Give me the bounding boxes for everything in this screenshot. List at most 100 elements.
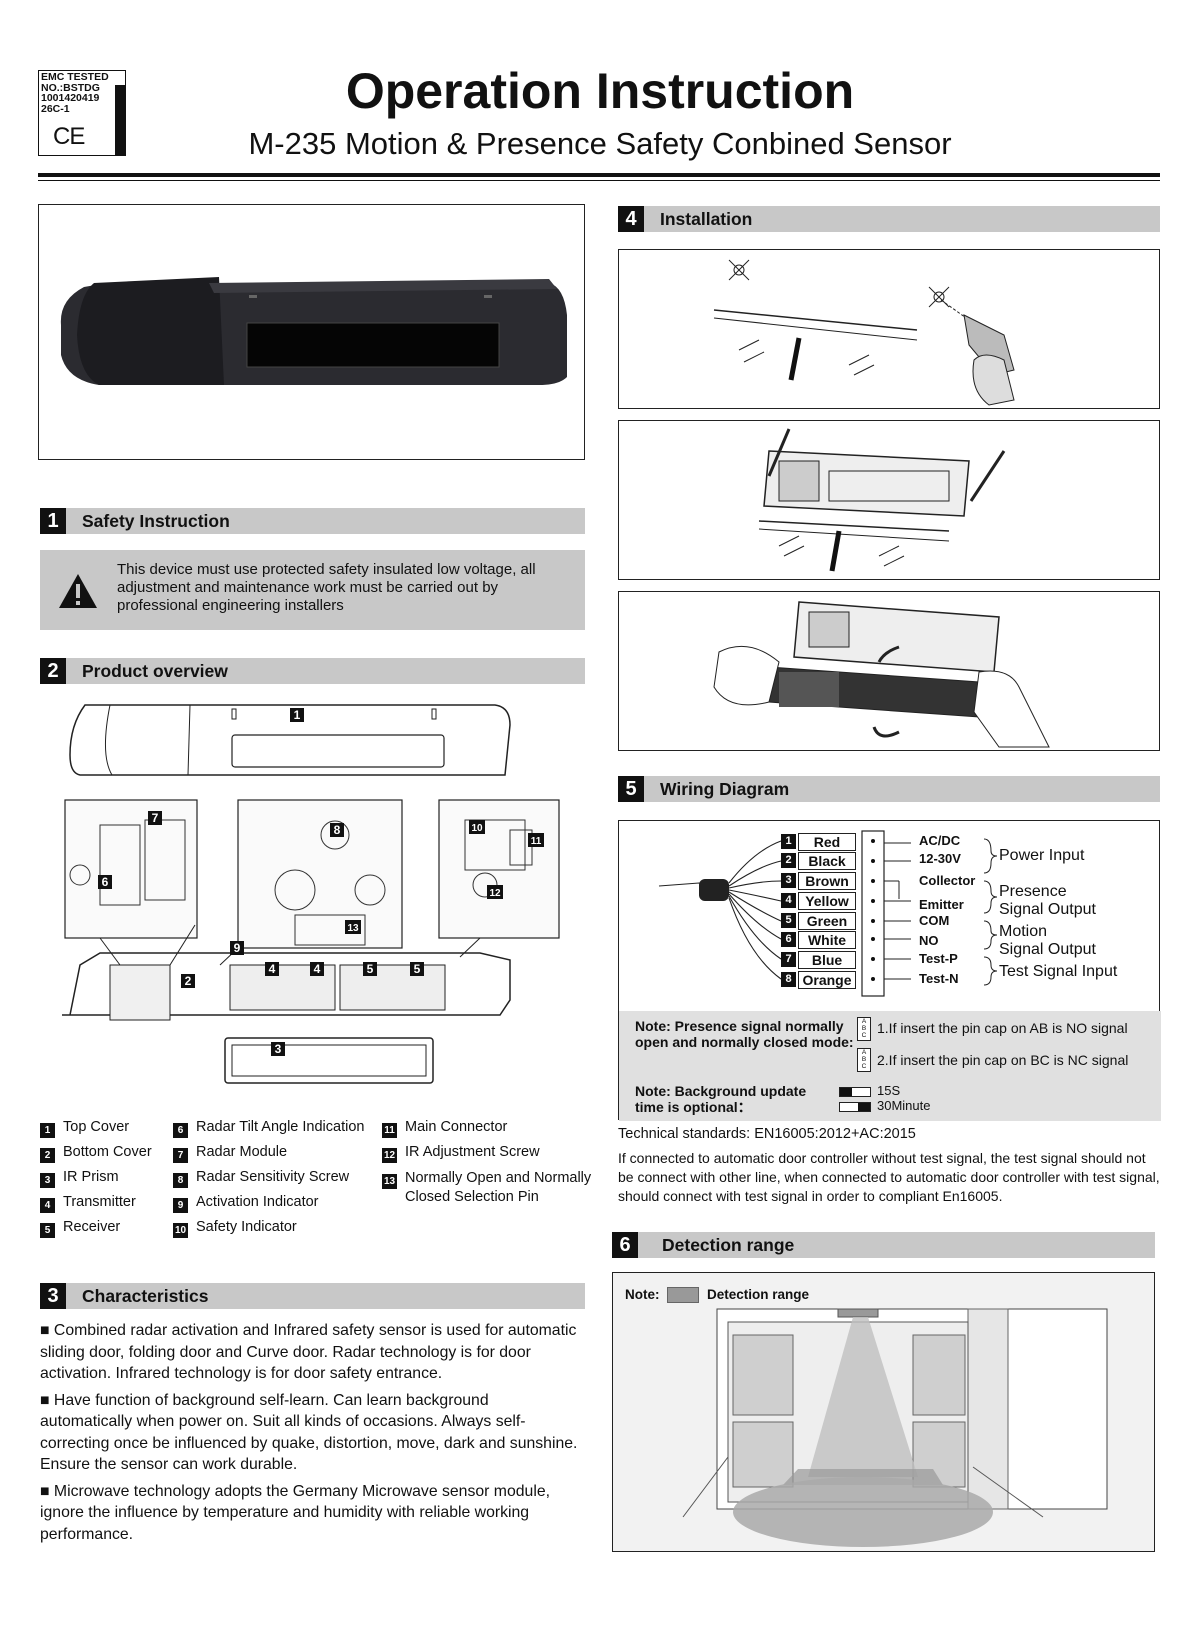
section-number: 6 bbox=[612, 1232, 638, 1258]
characteristic-item: ■ Combined radar activation and Infrared… bbox=[40, 1322, 577, 1382]
section-label: Safety Instruction bbox=[82, 511, 230, 531]
section-header-installation: 4 Installation bbox=[618, 206, 1160, 232]
callout-badge: 5 bbox=[410, 962, 424, 976]
svg-text:7: 7 bbox=[152, 811, 159, 825]
update-time-option: 30Minute bbox=[877, 1098, 931, 1113]
characteristic-item: ■ Microwave technology adopts the German… bbox=[40, 1482, 551, 1543]
section-label: Detection range bbox=[662, 1235, 795, 1255]
pin-mode-option: 1.If insert the pin cap on AB is NO sign… bbox=[877, 1020, 1128, 1036]
section-number: 4 bbox=[618, 206, 644, 232]
emc-line: 1001420419 bbox=[41, 92, 100, 104]
svg-text:4: 4 bbox=[269, 962, 276, 976]
characteristic-item: ■ Have function of background self-learn… bbox=[40, 1391, 578, 1474]
svg-text:10: 10 bbox=[471, 823, 483, 834]
installation-step-1 bbox=[618, 249, 1160, 409]
svg-text:8: 8 bbox=[334, 823, 341, 837]
terminal-label: Test-P bbox=[919, 951, 958, 966]
signal-group-label: Power Input bbox=[999, 847, 1085, 864]
callout-badge: 9 bbox=[230, 941, 244, 955]
page-subtitle: M-235 Motion & Presence Safety Conbined … bbox=[248, 126, 952, 161]
update-time-option: 15S bbox=[877, 1083, 901, 1098]
section-header-detection: 6 Detection range bbox=[612, 1232, 1155, 1258]
installation-step-3 bbox=[618, 591, 1160, 751]
safety-text: This device must use protected safety in… bbox=[117, 561, 536, 614]
terminal-label: Emitter bbox=[919, 897, 964, 912]
section-label: Characteristics bbox=[82, 1286, 209, 1306]
callout-badge: 12 bbox=[487, 885, 503, 899]
svg-text:2: 2 bbox=[185, 974, 192, 988]
section-header-overview: 2 Product overview bbox=[40, 658, 585, 684]
section-header-wiring: 5 Wiring Diagram bbox=[618, 776, 1160, 802]
callout-badge: 4 bbox=[265, 962, 279, 976]
drill-illustration bbox=[713, 259, 1015, 406]
product-exploded-diagram: 1 2 3 4 4 5 5 6 7 8 9 10 11 12 13 bbox=[62, 704, 560, 1084]
section-header-safety: 1 Safety Instruction bbox=[40, 508, 585, 534]
section-label: Installation bbox=[660, 209, 753, 229]
emc-text: EMC TESTED NO.:BSTDG 1001420419 26C-1 bbox=[41, 72, 109, 114]
section-header-characteristics: 3 Characteristics bbox=[40, 1283, 585, 1309]
signal-group-label: Test Signal Input bbox=[999, 963, 1118, 980]
svg-text:4: 4 bbox=[314, 962, 321, 976]
detection-note-label: Note: bbox=[625, 1287, 660, 1302]
emc-certification-badge: EMC TESTED NO.:BSTDG 1001420419 26C-1 CE bbox=[38, 70, 126, 156]
callout-badge: 8 bbox=[330, 823, 344, 837]
header-rule-thin bbox=[38, 180, 1160, 181]
technical-standards: Technical standards: EN16005:2012+AC:201… bbox=[618, 1126, 916, 1142]
terminal-label: AC/DC bbox=[919, 833, 961, 848]
svg-text:13: 13 bbox=[347, 923, 359, 934]
product-photo bbox=[38, 204, 585, 460]
svg-text:9: 9 bbox=[234, 941, 241, 955]
emc-bar bbox=[115, 85, 125, 155]
terminal-label: Test-N bbox=[919, 971, 959, 986]
switch-icon bbox=[839, 1102, 871, 1112]
emc-line: NO.:BSTDG bbox=[41, 81, 100, 94]
detection-range-panel: Note: Detection range bbox=[612, 1272, 1155, 1552]
wire-harness-illustration bbox=[658, 830, 998, 997]
emc-line: EMC TESTED bbox=[41, 71, 109, 83]
callout-badge: 3 bbox=[271, 1042, 285, 1056]
callout-badge: 11 bbox=[528, 833, 544, 847]
detection-legend-label: Detection range bbox=[707, 1287, 810, 1302]
callout-badge: 13 bbox=[345, 920, 361, 934]
detection-legend-swatch bbox=[667, 1287, 699, 1303]
cover-attach-illustration bbox=[713, 601, 1050, 748]
warning-icon bbox=[59, 574, 97, 608]
safety-warning-panel: This device must use protected safety in… bbox=[40, 550, 585, 630]
section-label: Product overview bbox=[82, 661, 228, 681]
pin-mode-option: 2.If insert the pin cap on BC is NC sign… bbox=[877, 1052, 1129, 1068]
characteristics-list: ■ Combined radar activation and Infrared… bbox=[40, 1320, 585, 1545]
emc-line: 26C-1 bbox=[41, 102, 70, 115]
callout-badge: 2 bbox=[181, 974, 195, 988]
callout-badge: 5 bbox=[363, 962, 377, 976]
terminal-label: Collector bbox=[919, 873, 976, 888]
screw-base-illustration bbox=[758, 428, 1006, 572]
section-number: 3 bbox=[40, 1283, 66, 1309]
svg-text:11: 11 bbox=[531, 836, 542, 847]
header-rule bbox=[38, 173, 1160, 177]
svg-text:6: 6 bbox=[102, 875, 109, 889]
svg-text:1: 1 bbox=[294, 708, 301, 722]
